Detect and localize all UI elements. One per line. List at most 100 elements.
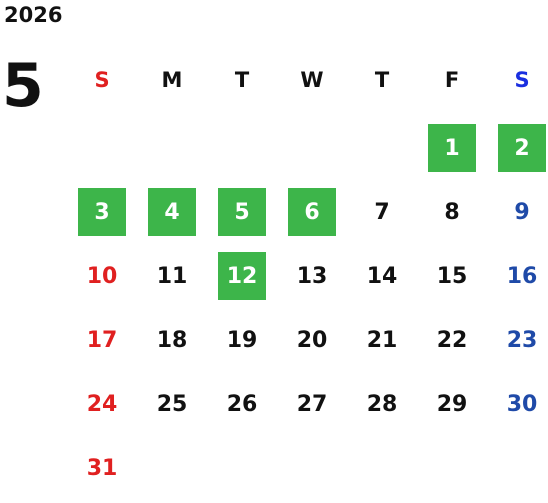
day-number: 15 [436, 263, 468, 289]
empty-day-cell [67, 123, 137, 173]
highlighted-day-badge: 6 [288, 188, 336, 236]
day-number: 8 [444, 199, 460, 225]
day-cell[interactable]: 2 [487, 123, 548, 173]
day-cell[interactable]: 9 [487, 187, 548, 237]
day-number: 25 [156, 391, 188, 417]
day-number: 22 [436, 327, 468, 353]
day-number: 19 [226, 327, 258, 353]
weekday-label: T [347, 55, 417, 105]
day-cell[interactable]: 11 [137, 251, 207, 301]
highlighted-day-badge: 1 [428, 124, 476, 172]
day-cell[interactable]: 25 [137, 379, 207, 429]
day-cell[interactable]: 28 [347, 379, 417, 429]
day-number: 17 [86, 327, 118, 353]
day-cell[interactable]: 12 [207, 251, 277, 301]
day-number: 29 [436, 391, 468, 417]
weekday-label: S [67, 55, 137, 105]
day-cell[interactable]: 4 [137, 187, 207, 237]
weekday-text: F [444, 68, 460, 92]
weekday-text: W [300, 68, 324, 92]
day-number: 7 [374, 199, 390, 225]
weekday-text: T [234, 68, 250, 92]
day-cell[interactable]: 23 [487, 315, 548, 365]
highlighted-day-badge: 5 [218, 188, 266, 236]
weekday-text: T [374, 68, 390, 92]
empty-day-cell [137, 443, 207, 493]
day-cell[interactable]: 29 [417, 379, 487, 429]
day-cell[interactable]: 16 [487, 251, 548, 301]
empty-day-cell [277, 443, 347, 493]
day-cell[interactable]: 7 [347, 187, 417, 237]
day-number: 4 [164, 199, 180, 225]
day-cell[interactable]: 5 [207, 187, 277, 237]
week-row: 24 25 26 27 28 29 30 [67, 379, 548, 429]
day-number: 21 [366, 327, 398, 353]
day-cell[interactable]: 22 [417, 315, 487, 365]
day-number: 18 [156, 327, 188, 353]
highlighted-day-badge: 3 [78, 188, 126, 236]
day-cell[interactable]: 30 [487, 379, 548, 429]
day-number: 27 [296, 391, 328, 417]
day-number: 30 [506, 391, 538, 417]
highlighted-day-badge: 12 [218, 252, 266, 300]
day-cell[interactable]: 1 [417, 123, 487, 173]
day-number: 20 [296, 327, 328, 353]
empty-day-cell [487, 443, 548, 493]
day-number: 26 [226, 391, 258, 417]
day-number: 31 [86, 455, 118, 481]
week-row: 17 18 19 20 21 22 23 [67, 315, 548, 365]
day-number: 5 [234, 199, 250, 225]
day-cell[interactable]: 10 [67, 251, 137, 301]
weekday-text: M [161, 68, 183, 92]
day-cell[interactable]: 6 [277, 187, 347, 237]
weekday-label: T [207, 55, 277, 105]
day-cell[interactable]: 21 [347, 315, 417, 365]
empty-day-cell [417, 443, 487, 493]
weekday-label: M [137, 55, 207, 105]
empty-day-cell [347, 123, 417, 173]
weekday-text: S [514, 68, 530, 92]
day-number: 11 [156, 263, 188, 289]
day-cell[interactable]: 15 [417, 251, 487, 301]
day-cell[interactable]: 18 [137, 315, 207, 365]
empty-day-cell [207, 443, 277, 493]
day-number: 10 [86, 263, 118, 289]
day-cell[interactable]: 24 [67, 379, 137, 429]
day-cell[interactable]: 19 [207, 315, 277, 365]
weekday-label: W [277, 55, 347, 105]
highlighted-day-badge: 2 [498, 124, 546, 172]
day-number: 23 [506, 327, 538, 353]
year-label: 2026 [4, 3, 63, 27]
day-number: 14 [366, 263, 398, 289]
day-number: 6 [304, 199, 320, 225]
day-cell[interactable]: 3 [67, 187, 137, 237]
week-row: 31 [67, 443, 548, 493]
empty-day-cell [137, 123, 207, 173]
day-number: 13 [296, 263, 328, 289]
day-number: 24 [86, 391, 118, 417]
day-number: 2 [514, 135, 530, 161]
day-number: 16 [506, 263, 538, 289]
day-cell[interactable]: 8 [417, 187, 487, 237]
day-number: 1 [444, 135, 460, 161]
empty-day-cell [207, 123, 277, 173]
day-cell[interactable]: 14 [347, 251, 417, 301]
highlighted-day-badge: 4 [148, 188, 196, 236]
weekday-text: S [94, 68, 110, 92]
day-cell[interactable]: 20 [277, 315, 347, 365]
weekday-label: S [487, 55, 548, 105]
day-cell[interactable]: 27 [277, 379, 347, 429]
day-cell[interactable]: 17 [67, 315, 137, 365]
empty-day-cell [347, 443, 417, 493]
day-number: 3 [94, 199, 110, 225]
month-label: 5 [2, 51, 44, 121]
day-cell[interactable]: 13 [277, 251, 347, 301]
day-cell[interactable]: 31 [67, 443, 137, 493]
day-number: 9 [514, 199, 530, 225]
empty-day-cell [277, 123, 347, 173]
day-cell[interactable]: 26 [207, 379, 277, 429]
weekday-label: F [417, 55, 487, 105]
day-number: 12 [226, 263, 258, 289]
